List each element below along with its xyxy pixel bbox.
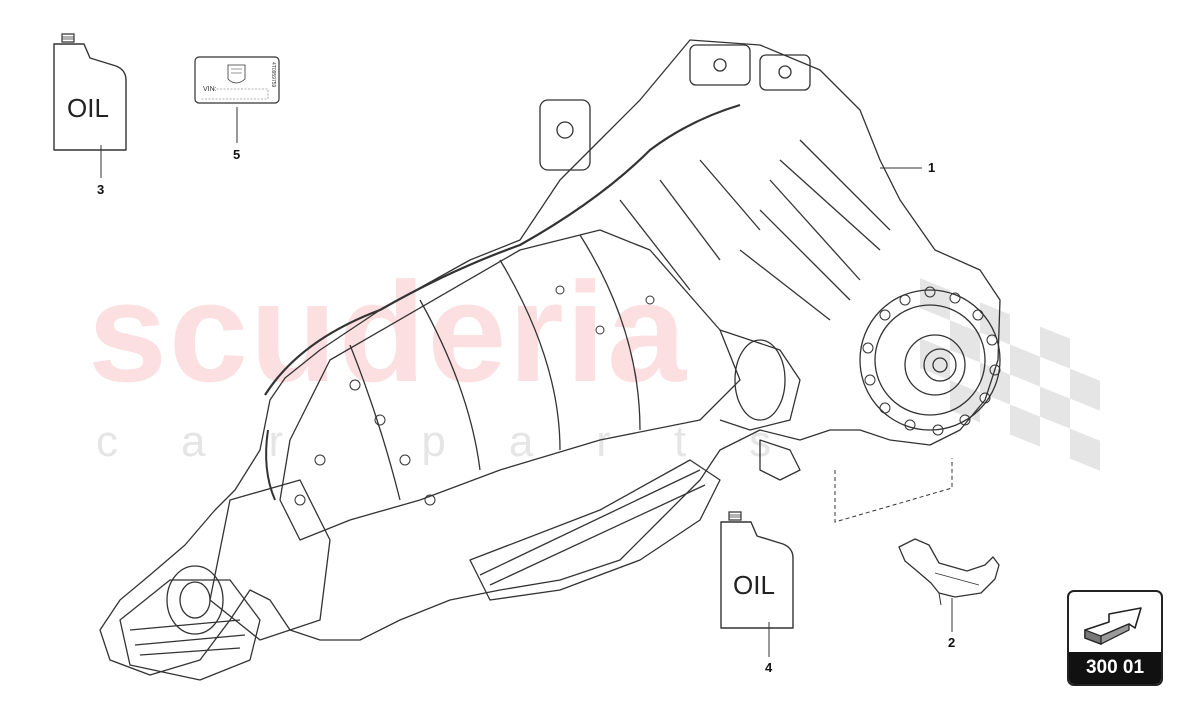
watermark-brand: scuderia <box>88 253 689 412</box>
callout-4[interactable]: 4 <box>765 660 773 675</box>
callout-1[interactable]: 1 <box>928 160 936 175</box>
vin-tag-code: 4T0959759 <box>270 62 276 88</box>
vin-tag-part-5 <box>194 56 280 104</box>
vin-label: VIN: <box>203 86 217 93</box>
callout-3[interactable]: 3 <box>97 182 105 197</box>
page-badge[interactable]: 300 01 <box>1067 590 1163 686</box>
oil-bottle-part-3 <box>53 33 127 151</box>
oil-bottle-label-bottom: OIL <box>733 570 775 600</box>
arrow-icon <box>1084 607 1142 645</box>
callout-2[interactable]: 2 <box>948 635 956 650</box>
checkered-flag-watermark <box>920 278 1100 470</box>
oil-bottle-label-top: OIL <box>67 93 109 123</box>
callout-5[interactable]: 5 <box>233 147 241 162</box>
watermark-subtitle: car parts <box>96 417 835 466</box>
oil-bottle-part-4 <box>720 511 794 629</box>
bracket-part-2 <box>898 538 1000 606</box>
page-code: 300 01 <box>1069 652 1161 684</box>
